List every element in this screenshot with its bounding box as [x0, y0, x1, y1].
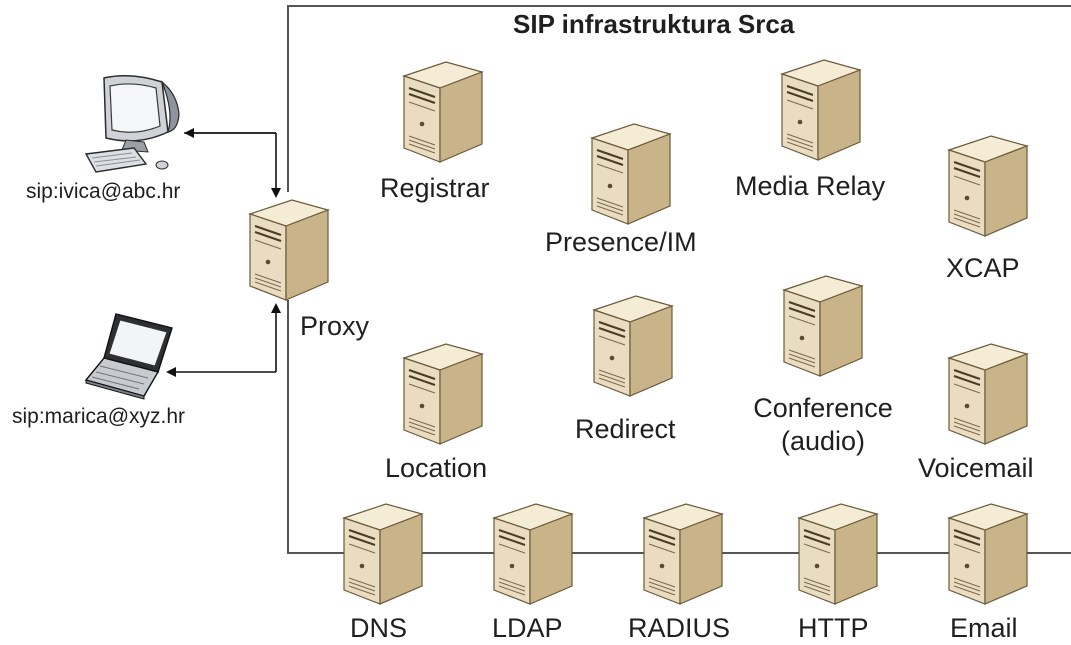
backend-label-email: Email: [950, 613, 1018, 643]
server-tower-icon: [947, 503, 1029, 605]
server-label-registrar: Registrar: [380, 173, 490, 203]
backend-radius: [640, 500, 726, 606]
backend-email: [945, 500, 1031, 606]
server-label-media-relay: Media Relay: [735, 171, 886, 201]
server-tower-icon: [402, 343, 484, 445]
diagram-title: SIP infrastruktura Srca: [513, 9, 795, 39]
server-voicemail: [945, 340, 1031, 446]
server-tower-icon: [590, 123, 672, 225]
server-tower-icon: [642, 503, 724, 605]
server-tower-icon: [592, 295, 674, 397]
client-laptop: [84, 310, 184, 400]
server-conference-audio: [780, 272, 866, 378]
proxy-label: Proxy: [300, 311, 370, 341]
backend-http: [795, 500, 881, 606]
server-tower-icon: [782, 275, 864, 377]
server-tower-icon: [797, 503, 879, 605]
server-label-xcap: XCAP: [946, 253, 1020, 283]
client-desktop: [82, 72, 182, 177]
server-tower-icon: [248, 199, 330, 301]
server-tower-icon: [342, 503, 424, 605]
proxy-server: [246, 196, 332, 302]
server-tower-icon: [402, 61, 484, 163]
server-label-voicemail: Voicemail: [918, 453, 1034, 483]
backend-ldap: [490, 500, 576, 606]
server-xcap: [945, 132, 1031, 238]
server-label-conference-audio: Conference (audio): [753, 393, 893, 456]
client-label-ivica: sip:ivica@abc.hr: [26, 180, 181, 203]
backend-label-ldap: LDAP: [492, 613, 563, 643]
server-tower-icon: [947, 135, 1029, 237]
server-tower-icon: [947, 343, 1029, 445]
server-label-location: Location: [385, 453, 488, 483]
backend-label-http: HTTP: [798, 613, 869, 643]
server-label-redirect: Redirect: [575, 414, 676, 444]
server-label-presence-im: Presence/IM: [545, 227, 697, 257]
laptop-icon: [84, 313, 173, 400]
backend-label-radius: RADIUS: [628, 613, 731, 643]
client-label-marica: sip:marica@xyz.hr: [12, 405, 186, 428]
server-tower-icon: [492, 503, 574, 605]
desktop-computer-icon: [84, 75, 180, 173]
backend-label-dns: DNS: [350, 613, 408, 643]
server-registrar: [400, 58, 486, 164]
server-redirect: [590, 292, 676, 398]
server-presence-im: [588, 120, 674, 226]
server-location: [400, 340, 486, 446]
client-proxy-links: [166, 128, 281, 377]
server-tower-icon: [780, 59, 862, 161]
backend-dns: [340, 500, 426, 606]
server-media-relay: [778, 56, 864, 162]
